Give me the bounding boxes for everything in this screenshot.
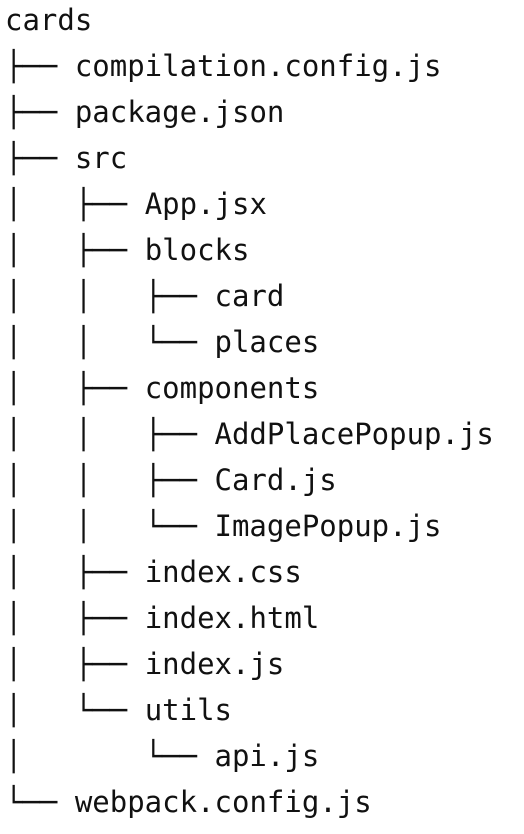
tree-branch: │ ├── — [5, 601, 145, 635]
folder-name: places — [214, 325, 320, 359]
file-name: api.js — [214, 739, 320, 773]
tree-line: │ │ └── ImagePopup.js — [5, 503, 442, 549]
tree-line: │ │ ├── card — [5, 273, 284, 319]
file-name: index.css — [144, 555, 302, 589]
tree-branch: ├── — [5, 95, 75, 129]
file-name: App.jsx — [144, 187, 267, 221]
tree-branch: │ │ └── — [5, 325, 215, 359]
tree-line: ├── src — [5, 135, 127, 181]
tree-line: │ │ └── places — [5, 319, 319, 365]
tree-line: │ └── utils — [5, 687, 232, 733]
tree-line: │ ├── index.css — [5, 549, 302, 595]
tree-line: │ └── api.js — [5, 733, 319, 779]
tree-branch: │ └── — [5, 739, 215, 773]
file-name: index.js — [144, 647, 285, 681]
tree-branch: │ │ ├── — [5, 463, 215, 497]
tree-branch: ├── — [5, 49, 75, 83]
tree-branch: │ ├── — [5, 187, 145, 221]
tree-line: │ │ ├── Card.js — [5, 457, 337, 503]
tree-branch: └── — [5, 785, 75, 819]
tree-branch: │ ├── — [5, 371, 145, 405]
file-name: webpack.config.js — [74, 785, 372, 819]
tree-line: ├── package.json — [5, 89, 284, 135]
folder-name: card — [214, 279, 285, 313]
tree-branch: ├── — [5, 141, 75, 175]
tree-line: │ ├── index.html — [5, 595, 319, 641]
file-name: package.json — [74, 95, 285, 129]
folder-name: components — [144, 371, 320, 405]
tree-line-root: cards — [5, 0, 92, 43]
tree-line: │ ├── App.jsx — [5, 181, 267, 227]
tree-branch: │ ├── — [5, 555, 145, 589]
tree-line: │ ├── blocks — [5, 227, 249, 273]
folder-name: blocks — [144, 233, 250, 267]
tree-branch: │ ├── — [5, 233, 145, 267]
tree-line: └── webpack.config.js — [5, 779, 372, 825]
tree-branch: │ │ ├── — [5, 417, 215, 451]
tree-branch: │ │ ├── — [5, 279, 215, 313]
file-name: Card.js — [214, 463, 337, 497]
tree-line: │ │ ├── AddPlacePopup.js — [5, 411, 494, 457]
folder-name: src — [74, 141, 128, 175]
folder-name: cards — [5, 3, 93, 37]
file-name: compilation.config.js — [74, 49, 442, 83]
file-name: AddPlacePopup.js — [214, 417, 494, 451]
tree-branch: │ ├── — [5, 647, 145, 681]
file-name: ImagePopup.js — [214, 509, 442, 543]
tree-line: │ ├── components — [5, 365, 319, 411]
tree-branch: │ └── — [5, 693, 145, 727]
tree-line: ├── compilation.config.js — [5, 43, 442, 89]
tree-branch: │ │ └── — [5, 509, 215, 543]
tree-line: │ ├── index.js — [5, 641, 284, 687]
folder-name: utils — [144, 693, 232, 727]
file-name: index.html — [144, 601, 320, 635]
